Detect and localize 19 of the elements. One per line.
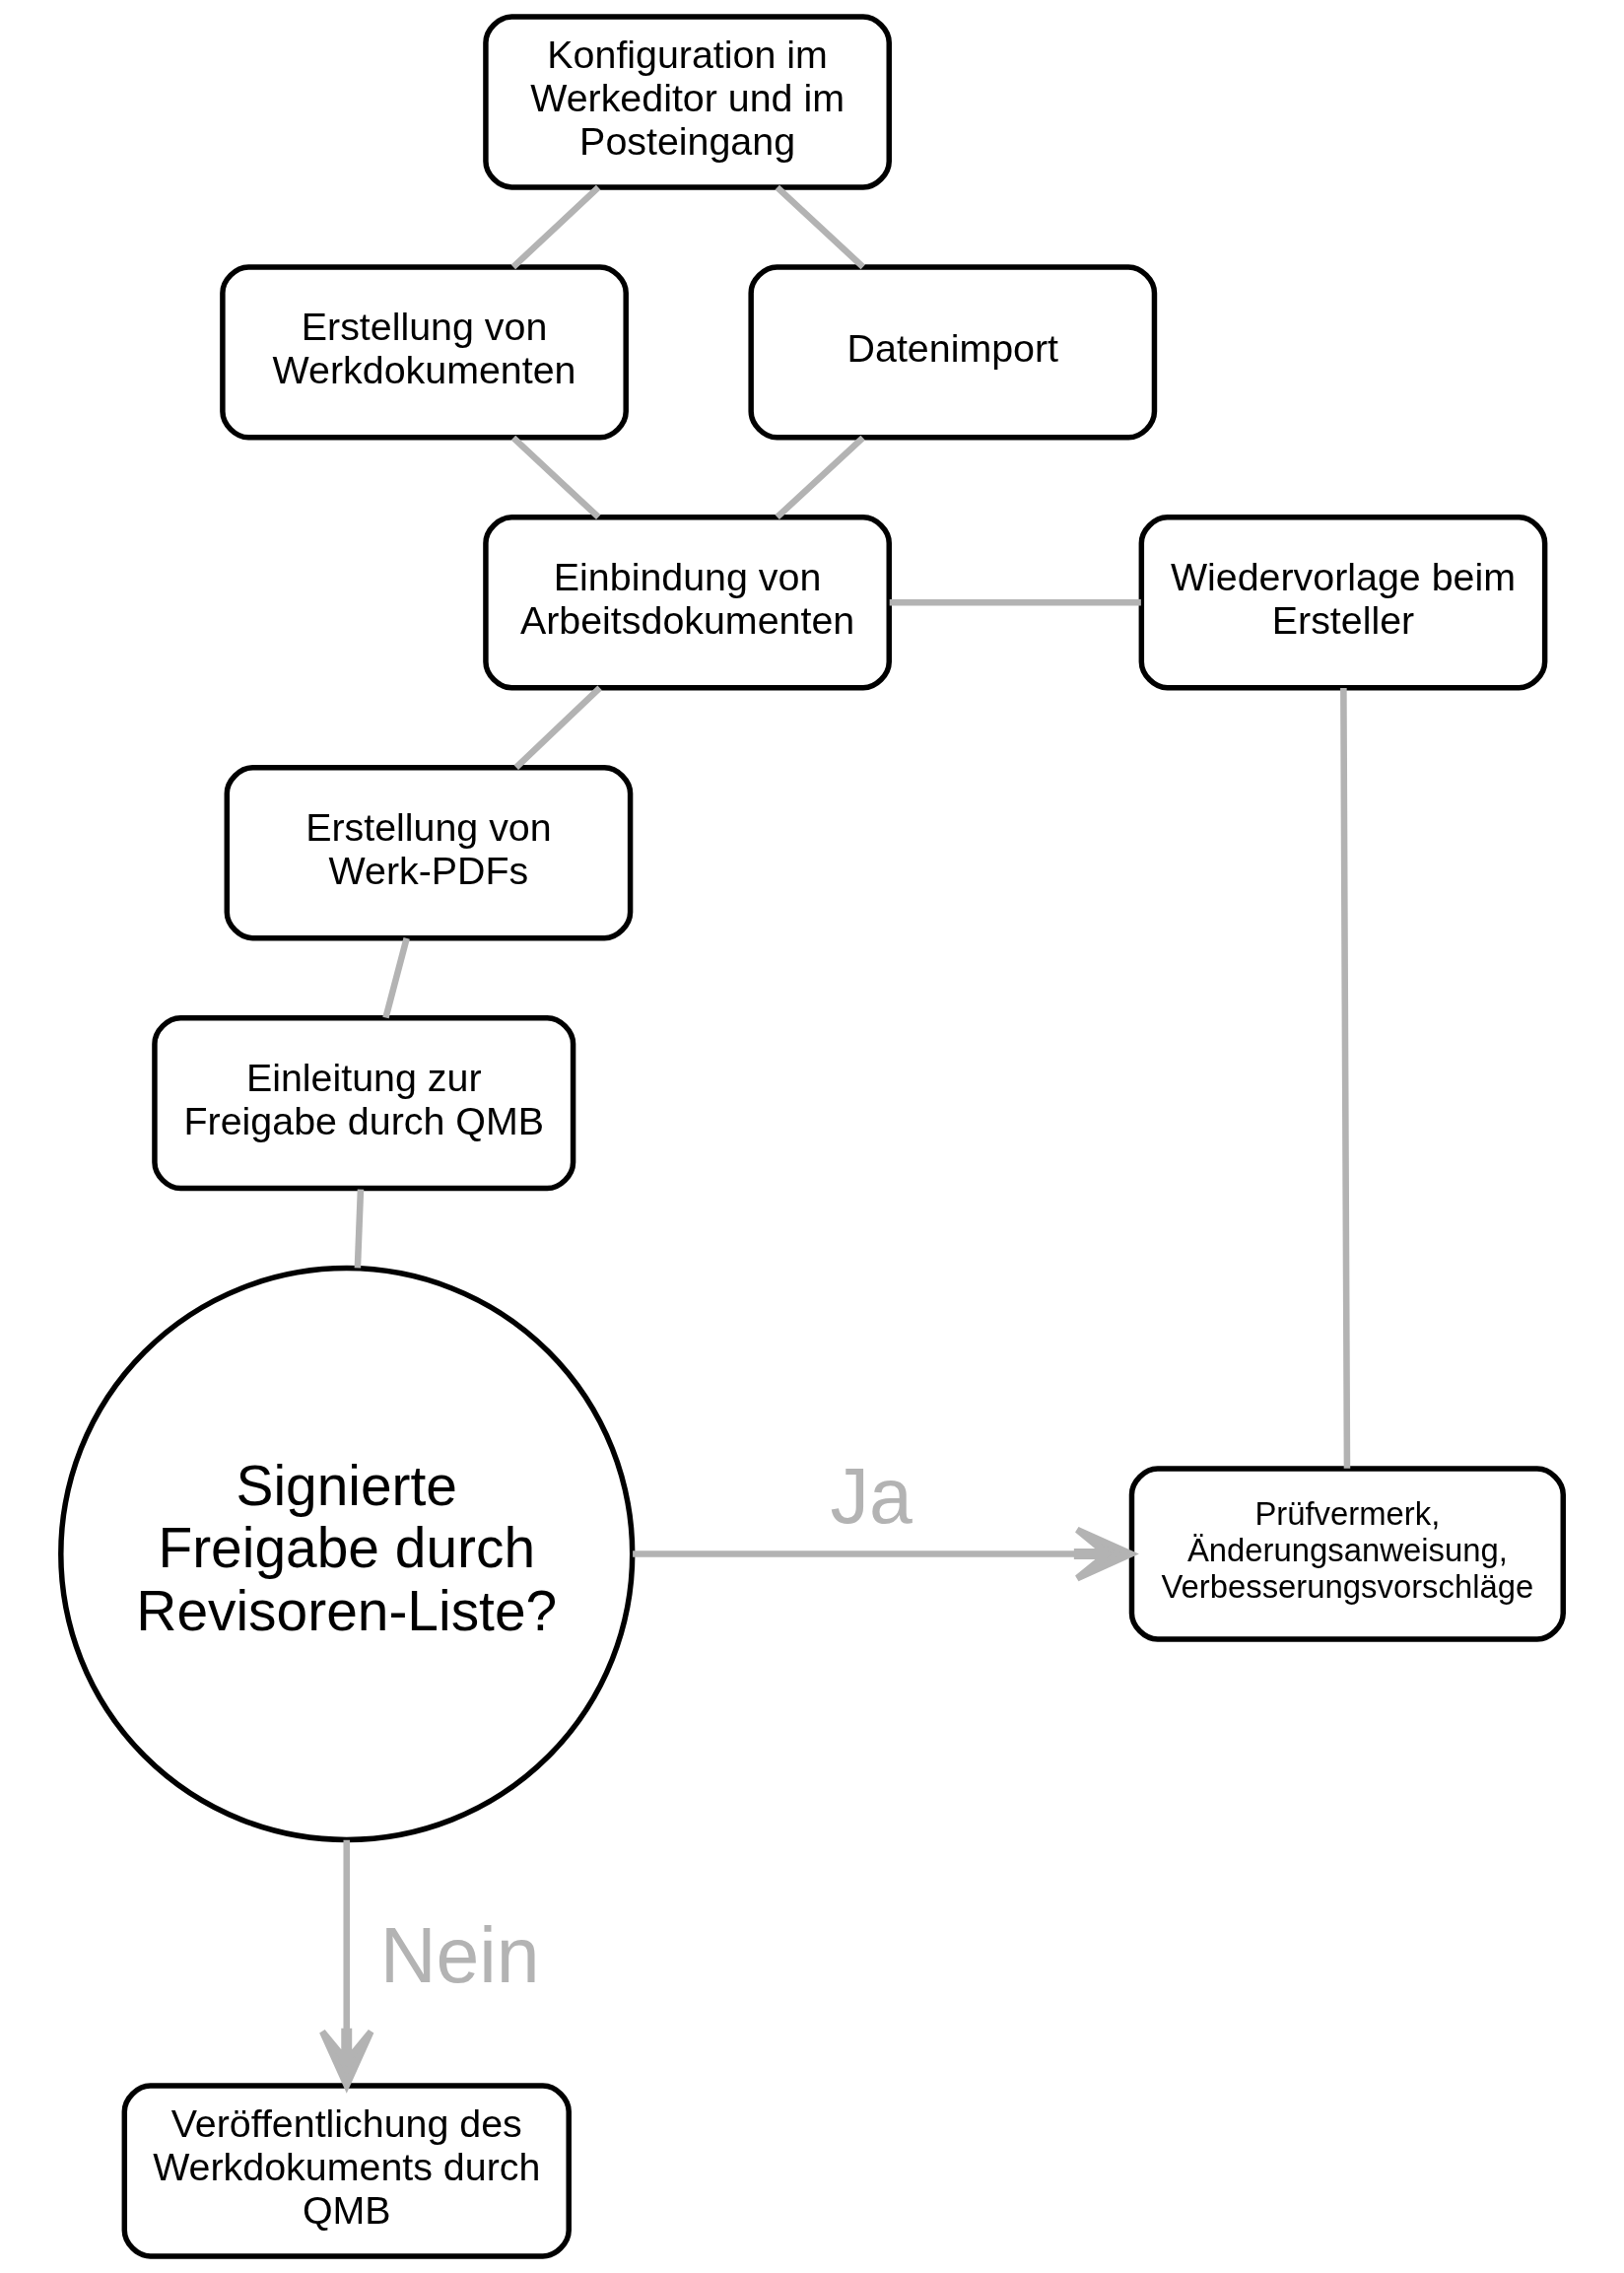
connector [354,1189,365,1269]
edge-label: Nein [379,1911,540,1999]
node-box: Erstellung von Werkdokumenten [220,264,629,441]
node-box: Erstellung von Werk-PDFs [224,765,634,941]
connector [775,435,865,520]
edge-label: Ja [830,1453,913,1541]
node-circle: Signierte Freigabe durch Revisoren-Liste? [58,1265,636,1843]
connector [510,184,601,270]
node-box: Prüfvermerk, Änderungsanweisung, Verbesserungsvorschläge [1128,1466,1566,1642]
connector [513,685,602,770]
connector [510,435,601,520]
node-box: Wiedervorlage beim Ersteller [1138,515,1548,691]
node-box: Konfiguration im Werkeditor und im Posteingang [483,14,892,190]
node-box: Datenimport [748,264,1158,441]
connector [775,184,865,270]
connector [382,937,410,1019]
node-box: Veröffentlichung des Werkdokuments durch QMB [121,2083,572,2259]
node-box: Einleitung zur Freigabe durch QMB [152,1014,576,1192]
node-box: Einbindung von Arbeitsdokumenten [483,515,892,691]
